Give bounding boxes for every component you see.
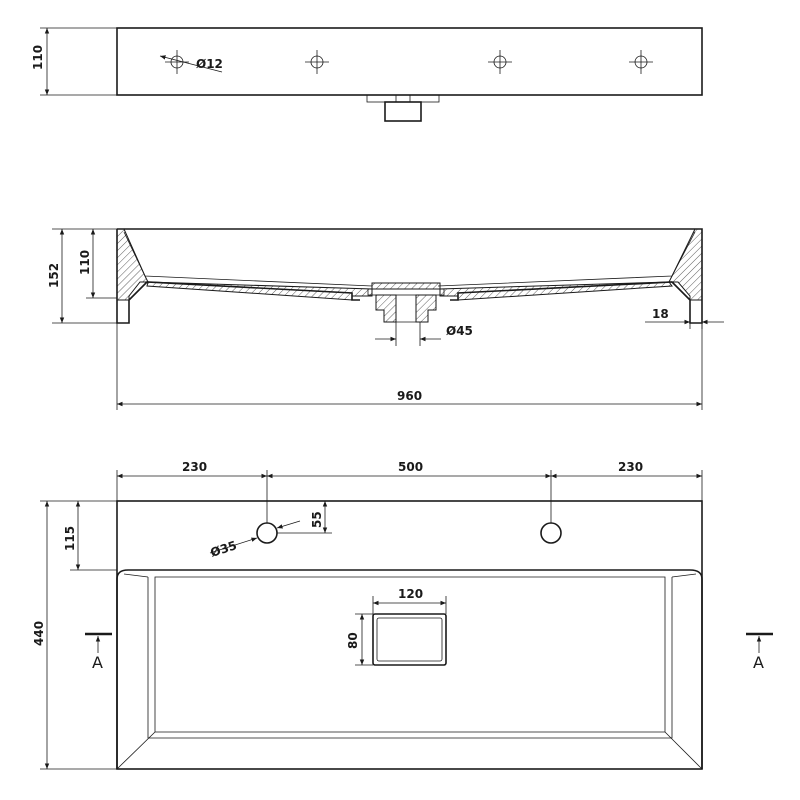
wall-thickness-label: 18 bbox=[652, 307, 669, 321]
hole-dia-label: Ø12 bbox=[196, 57, 223, 71]
section-inner-line bbox=[123, 231, 696, 287]
hole-marker bbox=[629, 50, 653, 74]
section-marker-right-label: A bbox=[753, 653, 764, 672]
plan-view: 230 500 230 55 115 Ø35 120 bbox=[32, 460, 773, 770]
section-inner-height-dim: 110 bbox=[78, 229, 117, 299]
hole-marker bbox=[488, 50, 512, 74]
overall-width-dim: 960 bbox=[116, 323, 703, 410]
hole-dia-leader bbox=[159, 55, 223, 73]
drain-width-label: 120 bbox=[398, 587, 423, 601]
section-total-height-label: 152 bbox=[47, 263, 61, 288]
top-view-drain bbox=[366, 94, 440, 122]
plan-bowl-rim bbox=[147, 577, 673, 739]
plan-corner-line bbox=[116, 731, 156, 770]
section-marker-left: A bbox=[85, 632, 112, 672]
section-outline bbox=[116, 228, 703, 324]
deck-depth-label: 115 bbox=[63, 526, 77, 551]
section-marker-left-label: A bbox=[92, 653, 103, 672]
plan-corner-line bbox=[671, 573, 697, 578]
hole-inset-dim: 55 bbox=[277, 501, 332, 534]
top-view-holes bbox=[165, 50, 653, 74]
left-offset-label: 230 bbox=[182, 460, 207, 474]
hole-marker bbox=[165, 50, 189, 74]
drain-dia-dim: Ø45 bbox=[375, 322, 473, 346]
plan-top-dims: 230 500 230 bbox=[116, 460, 703, 523]
hole-spacing-label: 500 bbox=[398, 460, 423, 474]
plan-outline bbox=[116, 500, 703, 770]
wall-thickness-dim: 18 bbox=[645, 307, 724, 329]
overall-depth-dim: 440 bbox=[32, 500, 117, 770]
drain-dia-label: Ø45 bbox=[446, 324, 473, 338]
hole-marker bbox=[305, 50, 329, 74]
drain-width-dim: 120 bbox=[372, 587, 447, 614]
drain-height-dim: 80 bbox=[346, 613, 373, 666]
drain-height-label: 80 bbox=[346, 632, 360, 649]
overall-depth-label: 440 bbox=[32, 621, 46, 646]
section-left-wall bbox=[116, 228, 149, 301]
section-inner-height-label: 110 bbox=[78, 250, 92, 275]
right-offset-label: 230 bbox=[618, 460, 643, 474]
deck-depth-dim: 115 bbox=[63, 501, 117, 571]
hole-inset-label: 55 bbox=[310, 511, 324, 528]
top-view-height-label: 110 bbox=[31, 45, 45, 70]
tap-hole-right bbox=[540, 522, 562, 544]
top-view-height-dim: 110 bbox=[31, 27, 117, 96]
section-view: Ø45 152 110 18 960 bbox=[47, 228, 724, 410]
tap-hole-dia-dim: Ø35 bbox=[209, 520, 301, 560]
section-right-wall bbox=[668, 228, 703, 301]
plan-corner-line bbox=[123, 573, 149, 578]
overall-width-label: 960 bbox=[397, 389, 422, 403]
section-total-height-dim: 152 bbox=[47, 228, 117, 324]
drain-cover-inner bbox=[376, 617, 443, 662]
plan-basin-outline bbox=[116, 569, 703, 769]
section-marker-right: A bbox=[746, 632, 773, 672]
section-drain bbox=[367, 282, 445, 323]
tap-hole-dia-label: Ø35 bbox=[209, 538, 239, 560]
top-view: Ø12 110 bbox=[31, 27, 703, 122]
plan-corner-line bbox=[664, 731, 703, 770]
tap-hole-left bbox=[256, 522, 278, 544]
drain-cover bbox=[372, 613, 447, 666]
